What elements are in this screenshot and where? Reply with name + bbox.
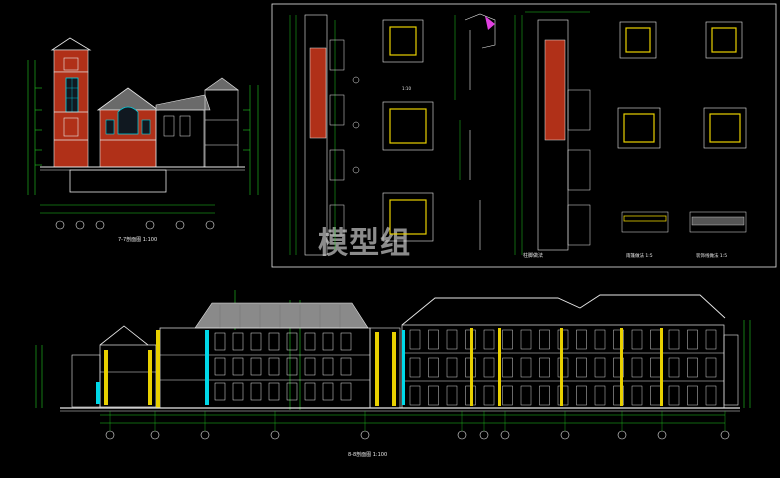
window [576, 385, 587, 406]
window [286, 382, 298, 401]
window [322, 332, 334, 351]
detail-label-canopy: 雨篷做法 1:5 [626, 252, 653, 259]
window [340, 357, 352, 376]
window [539, 385, 550, 406]
window [613, 357, 624, 378]
window [428, 357, 439, 378]
axis-bubble [479, 430, 489, 440]
window [539, 357, 550, 378]
window [576, 357, 587, 378]
window [668, 385, 680, 406]
axis-bubble [457, 430, 467, 440]
window [705, 385, 717, 406]
window [446, 357, 458, 378]
detail-sheet: 1:10 柱脚做法 [271, 3, 777, 268]
window [502, 385, 513, 406]
window [520, 357, 532, 378]
window [428, 385, 439, 406]
window [483, 385, 495, 406]
window [250, 357, 262, 376]
window [650, 385, 661, 406]
section-8-8: 8-8剖面图 1:100 [35, 290, 751, 458]
window [322, 357, 334, 376]
window [214, 332, 226, 351]
window [232, 332, 244, 351]
window [250, 382, 262, 401]
window [214, 357, 226, 376]
window [687, 329, 698, 350]
window [613, 329, 624, 350]
axis-bubble [270, 430, 280, 440]
window [613, 385, 624, 406]
window [539, 329, 550, 350]
watermark: 模型组 [318, 226, 411, 261]
window [304, 382, 316, 401]
axis-bubble [200, 430, 210, 440]
window [594, 385, 606, 406]
window [502, 357, 513, 378]
elevation-7-7: 7-7剖面图 1:100 [27, 37, 259, 243]
axis-bubble [500, 430, 510, 440]
detail-label-trim: 装饰线做法 1:5 [696, 252, 727, 259]
window [650, 357, 661, 378]
window [687, 385, 698, 406]
window [502, 329, 513, 350]
window [304, 357, 316, 376]
window [340, 382, 352, 401]
window [687, 357, 698, 378]
window [304, 332, 316, 351]
window [409, 357, 421, 378]
window [446, 385, 458, 406]
window [520, 385, 532, 406]
axis-bubble [560, 430, 570, 440]
elevation-title: 7-7剖面图 1:100 [118, 236, 157, 243]
window [705, 329, 717, 350]
window [520, 329, 532, 350]
window [322, 382, 334, 401]
window [576, 329, 587, 350]
window [286, 332, 298, 351]
axis-bubble [657, 430, 667, 440]
window [705, 357, 717, 378]
window [268, 332, 280, 351]
window [483, 329, 495, 350]
window [631, 385, 643, 406]
window [268, 357, 280, 376]
window [214, 382, 226, 401]
detail-label-column-base: 柱脚做法 [523, 252, 543, 259]
axis-bubble [617, 430, 627, 440]
window [268, 382, 280, 401]
window [631, 357, 643, 378]
window [232, 357, 244, 376]
window [340, 332, 352, 351]
window [668, 329, 680, 350]
window [232, 382, 244, 401]
axis-bubble [720, 430, 730, 440]
section-title: 8-8剖面图 1:100 [348, 451, 387, 458]
window [446, 329, 458, 350]
window [409, 329, 421, 350]
window [409, 385, 421, 406]
window [631, 329, 643, 350]
window [483, 357, 495, 378]
window [250, 332, 262, 351]
window [650, 329, 661, 350]
window [668, 357, 680, 378]
window [286, 357, 298, 376]
axis-bubble [360, 430, 370, 440]
axis-bubble [150, 430, 160, 440]
window [428, 329, 439, 350]
scale-label: 1:10 [402, 86, 411, 91]
axis-bubble [105, 430, 115, 440]
window [594, 357, 606, 378]
window [594, 329, 606, 350]
